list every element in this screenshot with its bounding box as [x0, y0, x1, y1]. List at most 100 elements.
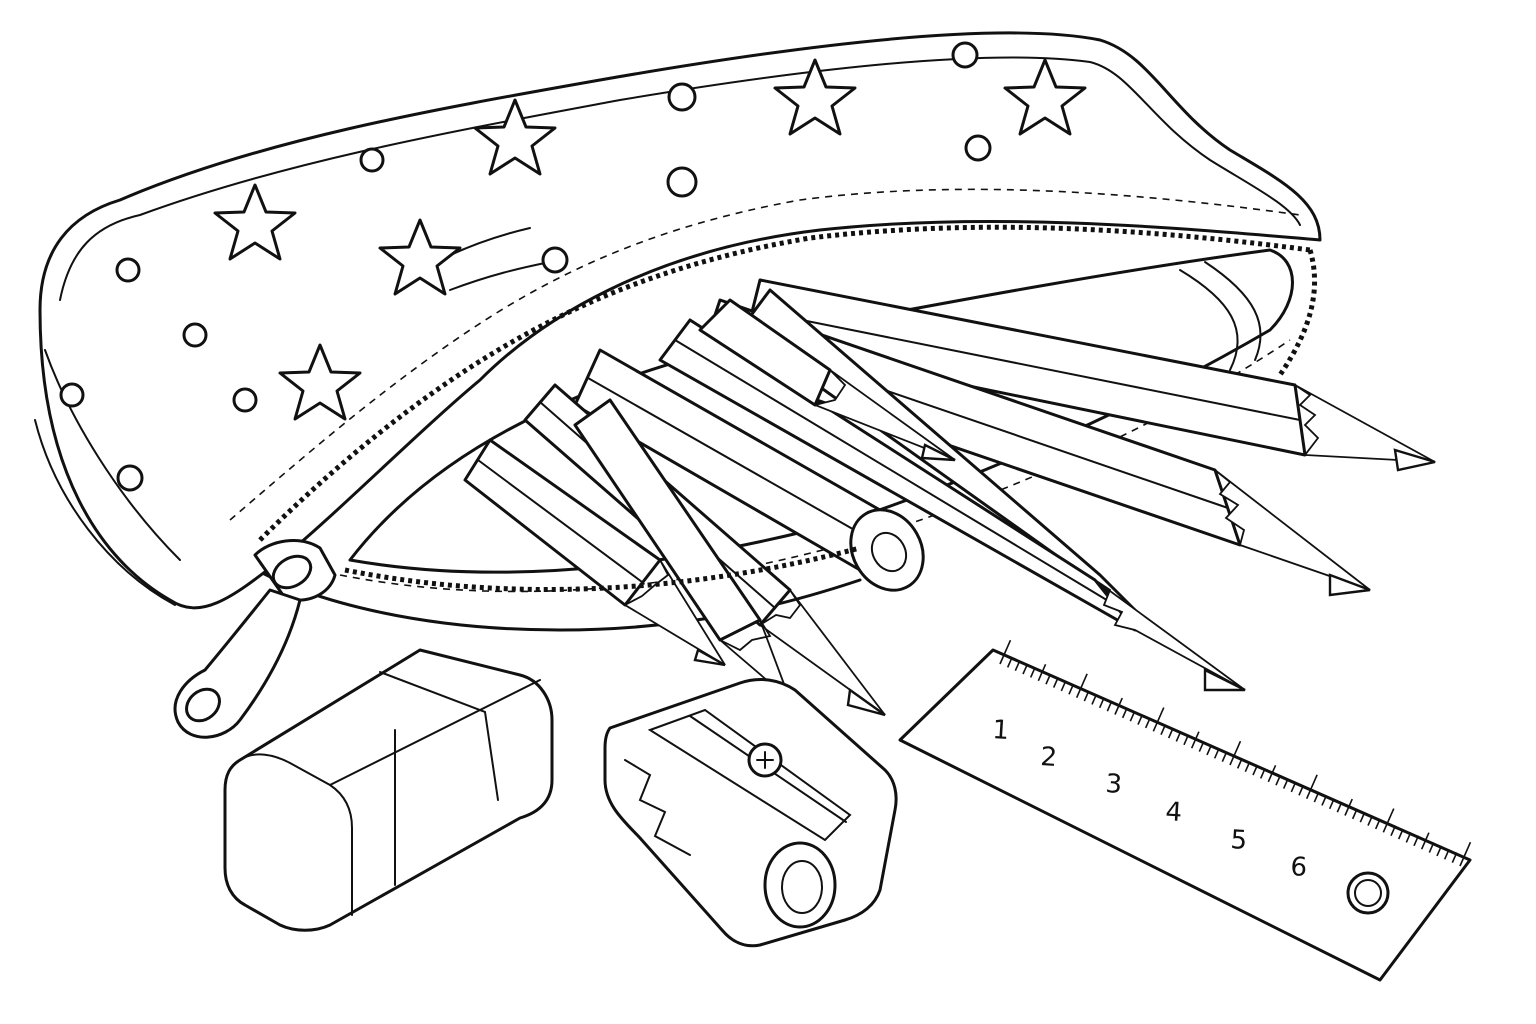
ruler-tick	[1443, 848, 1450, 860]
ruler-tick	[1390, 825, 1397, 837]
ruler-tick	[1459, 841, 1472, 867]
ruler-tick	[1305, 774, 1318, 799]
interior-fold	[1179, 269, 1239, 371]
ruler-tick	[1160, 724, 1167, 736]
ruler-tick	[1167, 727, 1174, 739]
ruler-number: 1	[992, 715, 1010, 746]
ruler-tick	[1436, 845, 1443, 857]
side-zipper-teeth	[1277, 249, 1317, 377]
ruler-tick	[1022, 663, 1029, 675]
dot-icon	[964, 134, 992, 162]
ruler-tick	[1091, 694, 1098, 705]
ruler-hole	[1346, 871, 1390, 915]
ruler-number: 4	[1165, 797, 1183, 828]
ruler-tick	[1075, 673, 1088, 698]
crease-line	[449, 261, 551, 291]
ruler-number: 5	[1230, 825, 1248, 856]
ruler-number: 6	[1290, 852, 1308, 883]
pencil	[743, 278, 1436, 472]
ruler-tick	[1175, 731, 1182, 742]
dot-icon	[359, 147, 385, 173]
ruler-tick	[1259, 768, 1266, 779]
pencil	[698, 298, 956, 462]
ruler-tick	[1313, 791, 1320, 803]
ruler-tick	[1267, 765, 1277, 783]
dot-icon	[59, 382, 85, 408]
ruler-tick	[1413, 835, 1420, 847]
dot-icon	[541, 246, 569, 274]
ruler-tick	[1045, 673, 1052, 685]
ruler-tick	[1236, 757, 1243, 769]
ruler-tick	[1451, 852, 1458, 863]
ruler-tick	[1213, 747, 1220, 759]
ruler-tick	[1006, 656, 1013, 668]
ruler-tick	[1144, 717, 1151, 729]
ruler-tick	[1106, 700, 1113, 712]
ruler-tick	[1183, 734, 1190, 746]
ruler-tick	[1244, 761, 1251, 773]
ruler-tick	[1420, 832, 1430, 850]
dot-icon	[951, 41, 979, 69]
dot-icon	[666, 166, 698, 198]
ruler-number: 2	[1040, 742, 1058, 773]
sharpener-icon	[603, 678, 898, 948]
dot-icon	[182, 322, 208, 348]
ruler-tick	[1114, 697, 1123, 715]
ruler-tick	[1129, 710, 1136, 722]
ruler-tick	[1290, 781, 1297, 793]
ruler-tick	[1351, 808, 1358, 820]
zipper-pull	[173, 539, 337, 739]
eraser-icon	[223, 648, 554, 932]
ruler-tick	[1374, 818, 1381, 830]
ruler-tick	[1206, 744, 1213, 756]
ruler-tick	[1328, 798, 1335, 810]
ruler-tick	[1029, 667, 1036, 678]
ruler-tick	[1382, 808, 1395, 833]
pencil-case-rim	[59, 56, 1301, 301]
pencil-case-top-flap	[38, 31, 1322, 610]
ruler-numbers: 1 2 3 4 5 6	[992, 715, 1308, 883]
pencil	[658, 318, 1246, 692]
ruler-ticks	[999, 639, 1472, 867]
ruler-tick	[1229, 740, 1242, 766]
ruler-tick	[1014, 660, 1021, 672]
pencil-case-side-seam	[44, 349, 181, 561]
ruler-tick	[1367, 815, 1374, 826]
ruler-tick	[1137, 714, 1144, 725]
pencil-case-bottom-seam	[34, 419, 176, 606]
ruler-tick	[1275, 774, 1282, 786]
ruler-tick	[1037, 664, 1047, 682]
ruler-tick	[1252, 764, 1259, 776]
upper-zipper-teeth	[258, 224, 1311, 542]
ruler-tick	[1221, 751, 1228, 762]
ruler: 1 2 3 4 5 6	[898, 639, 1472, 982]
ruler-tick	[1336, 801, 1343, 813]
pencil	[573, 348, 925, 592]
dot-icon	[116, 464, 144, 492]
ruler-tick	[1190, 731, 1200, 749]
ruler-tick	[999, 639, 1012, 665]
dot-icon	[667, 82, 697, 112]
dot-icon	[232, 387, 258, 413]
dot-pattern	[59, 41, 992, 492]
pencil	[463, 438, 726, 667]
ruler-tick	[1344, 798, 1353, 816]
interior-fold	[1204, 261, 1262, 361]
ruler-tick	[1428, 842, 1435, 853]
lower-zipper-teeth	[344, 545, 861, 592]
ruler-tick	[1068, 683, 1075, 695]
ruler-tick	[1397, 828, 1404, 840]
ruler-tick	[1083, 690, 1090, 702]
ruler-tick	[1052, 677, 1059, 688]
ruler-tick	[1121, 707, 1128, 719]
ruler-tick	[1152, 707, 1165, 732]
ruler-tick	[1298, 784, 1305, 796]
ruler-tick	[1321, 795, 1328, 806]
ruler-tick	[1282, 778, 1289, 789]
pencils	[463, 278, 1436, 717]
ruler-tick	[1359, 811, 1366, 823]
ruler-number: 3	[1105, 769, 1123, 800]
ruler-tick	[1098, 697, 1105, 709]
ruler-tick	[1060, 680, 1067, 692]
